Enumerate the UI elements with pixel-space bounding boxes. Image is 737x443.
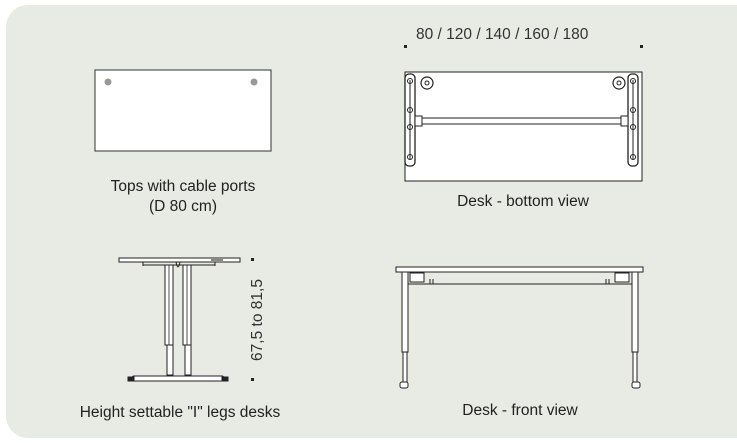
width-marker-left <box>404 45 407 48</box>
bottom-view-drawing <box>404 71 643 182</box>
tops-label-line1: Tops with cable ports <box>110 178 256 195</box>
bottom-view-label: Desk - bottom view <box>457 193 589 210</box>
height-marker-top <box>251 258 254 261</box>
width-marker-right <box>640 45 643 48</box>
height-marker-bottom <box>251 378 254 381</box>
i-legs-side-drawing <box>118 257 241 382</box>
width-dimension-label: 80 / 120 / 140 / 160 / 180 <box>416 26 589 43</box>
height-dimension-label: 67,5 to 81,5 <box>249 279 266 361</box>
front-view-drawing <box>395 266 644 389</box>
legs-label: Height settable "I" legs desks <box>79 404 281 421</box>
front-view-label: Desk - front view <box>462 402 578 419</box>
tops-label-line2: (D 80 cm) <box>148 198 218 215</box>
top-with-cable-ports-drawing <box>94 69 272 152</box>
